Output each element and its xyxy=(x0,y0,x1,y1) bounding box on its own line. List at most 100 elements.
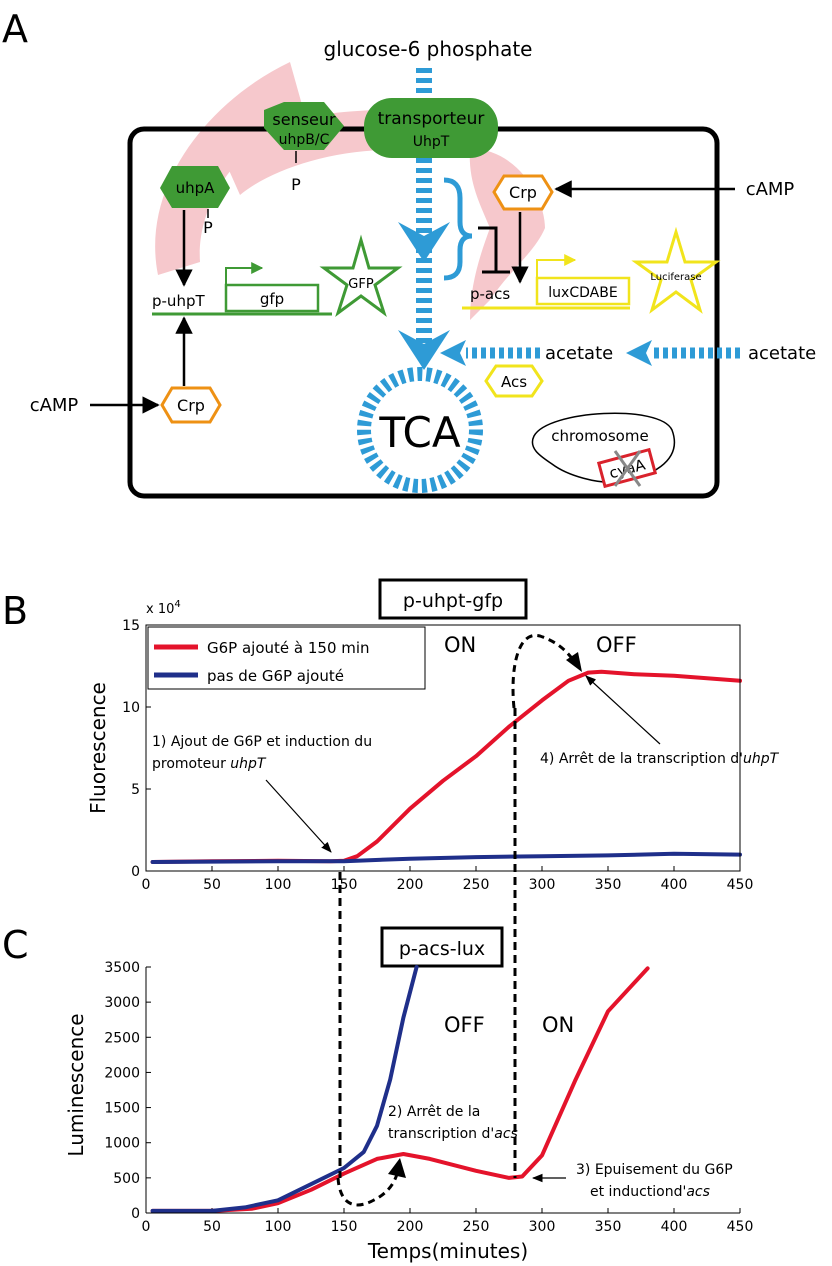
blue-brace xyxy=(443,177,473,281)
crp-right xyxy=(492,174,554,211)
y-tick-label: 0 xyxy=(131,1206,140,1222)
y-tick-label: 2500 xyxy=(104,1030,140,1046)
panel-c-title: p-acs-lux xyxy=(399,938,485,960)
gfp-tss-arrow xyxy=(225,262,264,285)
y-tick-label: 2000 xyxy=(104,1065,140,1081)
panel-c-note3-italic: acs xyxy=(686,1184,710,1200)
panel-b-note4: 4) Arrêt de la transcription d'uhpT xyxy=(540,751,780,767)
panel-a-label: A xyxy=(2,7,28,51)
panel-b-note4-arrow xyxy=(585,675,661,745)
panel-c-on: ON xyxy=(542,1013,574,1037)
x-tick-label: 400 xyxy=(661,877,688,893)
panel-c-title-box xyxy=(380,926,504,968)
panel-b-note1-line1: 1) Ajout de G6P et induction du xyxy=(152,734,372,750)
repression-line xyxy=(478,226,498,272)
glucose-arrow-head-1 xyxy=(398,222,450,262)
glucose-label: glucose-6 phosphate xyxy=(324,37,533,61)
x-tick-label: 450 xyxy=(727,1219,754,1235)
panel-b-ylabel: Fluorescence xyxy=(86,682,110,814)
acetate-outside-label: acetate xyxy=(748,343,816,364)
y-tick-label: 3000 xyxy=(104,995,140,1011)
tca-label: TCA xyxy=(378,408,461,457)
x-tick-label: 300 xyxy=(529,877,556,893)
panel-b-y-ticks: 0 5 10 15 xyxy=(122,618,151,880)
x-tick-label: 150 xyxy=(331,1219,358,1235)
panel-b-note4-text: 4) Arrêt de la transcription d' xyxy=(540,751,743,767)
panel-a: A glucose-6 phosphate transporteur UhpT … xyxy=(2,7,816,499)
panel-b-label: B xyxy=(2,589,28,633)
x-tick-label: 200 xyxy=(397,1219,424,1235)
transporter-label-2: UhpT xyxy=(413,134,450,150)
panel-b-legend xyxy=(147,626,426,690)
panel-b-axes xyxy=(145,624,741,872)
luciferase-label: Luciferase xyxy=(650,272,701,283)
x-tick-label: 100 xyxy=(265,877,292,893)
panel-b-note1-arrow xyxy=(265,779,332,853)
panel-c-note2-line1: 2) Arrêt de la xyxy=(388,1104,480,1120)
camp-left-label: cAMP xyxy=(30,395,79,416)
sensor-label-1: senseur xyxy=(272,110,336,129)
y-tick-label: 500 xyxy=(113,1171,140,1187)
panel-b-exponent-base: x 10 xyxy=(146,602,174,617)
x-tick-label: 300 xyxy=(529,1219,556,1235)
acetate-inside-label: acetate xyxy=(545,343,613,364)
x-tick-label: 50 xyxy=(203,1219,221,1235)
x-tick-label: 450 xyxy=(727,877,754,893)
sensor-uhpbc xyxy=(264,102,344,150)
panel-c-label: C xyxy=(2,923,29,967)
camp-right-label: cAMP xyxy=(746,179,795,200)
p-acs-label: p-acs xyxy=(470,285,510,303)
acs-label: Acs xyxy=(501,373,527,391)
series-line-no-g6p xyxy=(150,965,419,1213)
panel-b-exponent: x 104 xyxy=(146,599,181,617)
panel-b-note1-line2: promoteur uhpT xyxy=(152,756,267,772)
lux-gene-label: luxCDABE xyxy=(548,285,617,301)
acs-protein xyxy=(484,364,544,398)
panel-c-off: OFF xyxy=(444,1013,485,1037)
panel-b-switch-loop xyxy=(511,633,578,709)
y-tick-label: 1500 xyxy=(104,1101,140,1117)
y-tick-label: 10 xyxy=(122,700,140,716)
panel-b-note4-italic: uhpT xyxy=(743,751,780,767)
series-line-no-g6p xyxy=(150,851,742,864)
panel-c-note3-line2: et inductiond'acs xyxy=(590,1184,710,1200)
tca-cycle xyxy=(357,367,483,493)
panel-c-switch-loop xyxy=(336,1169,400,1207)
x-tick-label: 0 xyxy=(142,877,151,893)
panel-c-series xyxy=(150,965,650,1213)
transporter xyxy=(364,98,498,158)
panel-b-off: OFF xyxy=(596,633,637,657)
panel-c-note2-line2: transcription d'acs xyxy=(388,1126,518,1142)
panel-c-note3-text: et inductiond' xyxy=(590,1184,686,1200)
panel-b-exponent-power: 4 xyxy=(174,599,180,610)
series-line-g6p-added xyxy=(150,966,650,1213)
y-tick-label: 0 xyxy=(131,864,140,880)
uhpa-protein xyxy=(160,166,230,208)
panel-c-note2-text: transcription d' xyxy=(388,1126,494,1142)
x-tick-label: 350 xyxy=(595,877,622,893)
gfp-protein-star xyxy=(319,234,403,317)
lux-tss-arrow xyxy=(536,254,577,278)
panel-b-note1-text: promoteur xyxy=(152,756,230,772)
x-tick-label: 50 xyxy=(203,877,221,893)
y-tick-label: 5 xyxy=(131,782,140,798)
x-tick-label: 250 xyxy=(463,877,490,893)
y-tick-label: 15 xyxy=(122,618,140,634)
x-tick-label: 350 xyxy=(595,1219,622,1235)
panel-b-title: p-uhpt-gfp xyxy=(403,590,503,612)
panel-b: B p-uhpt-gfp x 104 Fluorescence 0 5 10 15 0… xyxy=(2,578,780,893)
panel-b-series xyxy=(150,669,742,864)
luciferase-star xyxy=(631,226,721,314)
panel-b-on: ON xyxy=(444,633,476,657)
uhpa-label: uhpA xyxy=(176,179,216,197)
crp-left-label: Crp xyxy=(177,396,205,415)
panel-b-title-box xyxy=(378,578,528,620)
panel-c: C p-acs-lux Luminescence Temps(minutes) … xyxy=(2,923,753,1263)
uhpa-phospho: P xyxy=(203,218,213,237)
legend-label-red: G6P ajouté à 150 min xyxy=(207,639,370,657)
p-uhpt-label: p-uhpT xyxy=(152,292,205,310)
panel-c-xlabel: Temps(minutes) xyxy=(367,1239,528,1263)
acetate-inside-head xyxy=(440,340,466,366)
y-tick-label: 3500 xyxy=(104,960,140,976)
